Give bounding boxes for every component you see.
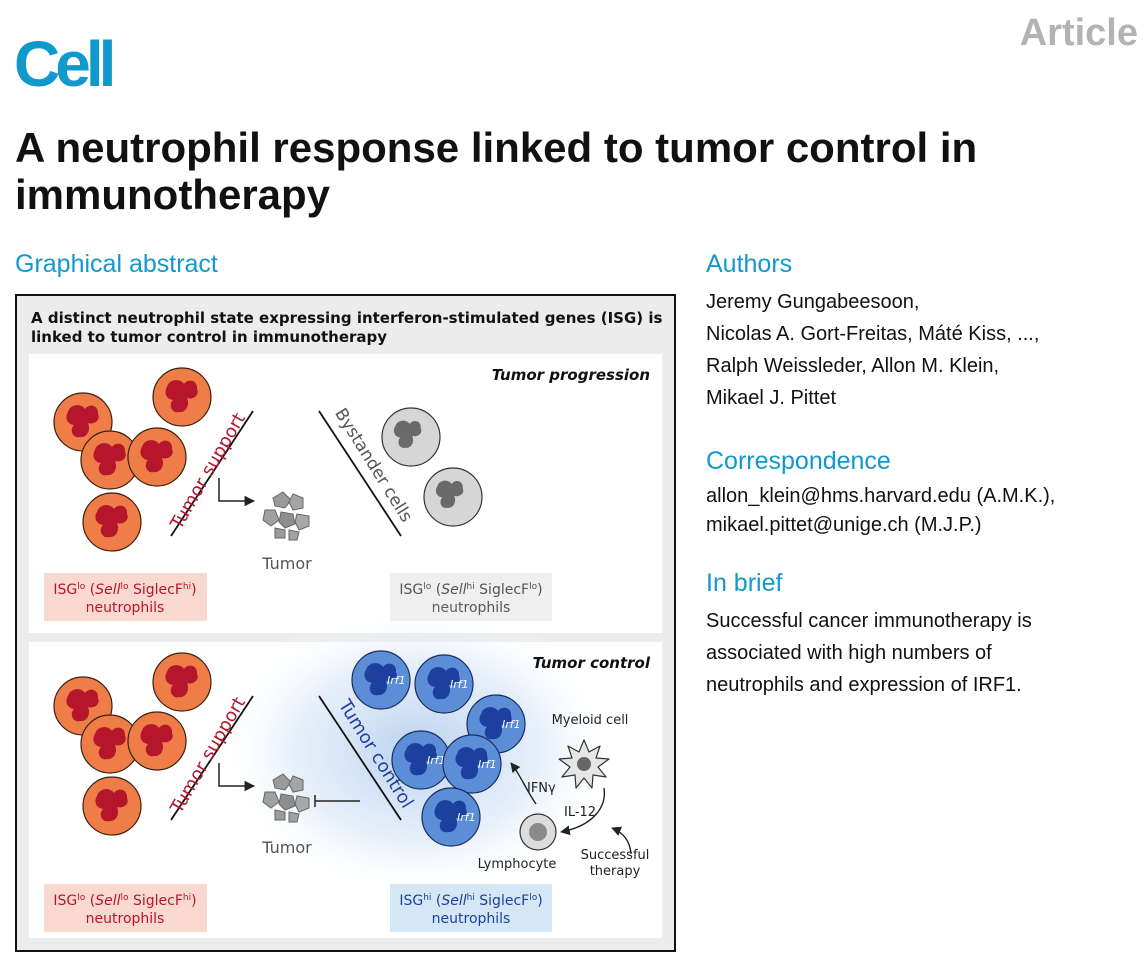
ifn-arrow (510, 762, 537, 805)
divider-line (170, 410, 254, 537)
journal-logo: Cell (14, 28, 116, 100)
author-line: Nicolas A. Gort-Freitas, Máté Kiss, ..., (706, 323, 1040, 345)
lymphocyte-label: Lymphocyte (478, 857, 557, 872)
gray-neutrophil (382, 408, 440, 466)
in-brief-line: associated with high numbers of (706, 642, 992, 664)
isglo-siglechi-label: ISGlo (Selllo SiglecFhi) neutrophils (44, 884, 207, 932)
divider-line (318, 410, 402, 537)
gene-label: Irf1 (502, 718, 521, 731)
orange-neutrophil (128, 712, 186, 770)
author-line: Jeremy Gungabeesoon, (706, 291, 920, 313)
myeloid-cell (558, 739, 610, 789)
in-brief-text: Successful cancer immunotherapy is assoc… (706, 605, 1136, 701)
in-brief-line: neutrophils and expression of IRF1. (706, 674, 1022, 696)
correspondence-list: allon_klein@hms.harvard.edu (A.M.K.), mi… (706, 482, 1136, 540)
author-line: Mikael J. Pittet (706, 387, 837, 409)
therapy-label-line: Successful (581, 848, 650, 863)
gene-label: Irf1 (387, 674, 406, 687)
in-brief-line: Successful cancer immunotherapy is (706, 610, 1032, 632)
graphical-abstract-figure: A distinct neutrophil state expressing i… (15, 294, 676, 952)
therapy-label-line: therapy (590, 864, 641, 879)
orange-neutrophil (128, 428, 186, 486)
isglo-siglechi-label: ISGlo (Selllo SiglecFhi) neutrophils (44, 573, 207, 621)
in-brief-heading: In brief (706, 569, 783, 597)
author-list: Jeremy Gungabeesoon, Nicolas A. Gort-Fre… (706, 286, 1136, 414)
therapy-arrow (611, 826, 632, 855)
svg-text:ISGlo (Selllo SiglecFhi): ISGlo (Selllo SiglecFhi) (53, 582, 196, 598)
graphical-abstract-illustration: A distinct neutrophil state expressing i… (29, 309, 662, 938)
il12-arrow (560, 787, 606, 836)
svg-text:neutrophils: neutrophils (86, 600, 165, 616)
abstract-title-line: A distinct neutrophil state expressing i… (31, 309, 662, 327)
gene-label: Irf1 (478, 758, 497, 771)
tumor-label: Tumor (261, 554, 312, 573)
ifn-gamma-label: IFNγ (527, 781, 556, 796)
orange-neutrophil (153, 368, 211, 426)
tumor-control-panel: Tumor control Tumor support Tumor Tumor … (29, 601, 662, 938)
divider-line (318, 695, 402, 821)
support-arrow (218, 763, 256, 792)
correspondence-email[interactable]: mikael.pittet@unige.ch (M.J.P.) (706, 514, 982, 536)
svg-text:neutrophils: neutrophils (86, 911, 165, 927)
orange-neutrophil (83, 777, 141, 835)
orange-neutrophil (83, 493, 141, 551)
graphical-abstract-heading: Graphical abstract (15, 250, 218, 278)
svg-text:ISGhi (Sellhi SiglecFlo): ISGhi (Sellhi SiglecFlo) (399, 893, 542, 909)
panel-title: Tumor progression (492, 366, 650, 384)
gene-label: Irf1 (450, 678, 469, 691)
orange-neutrophil (153, 653, 211, 711)
paper-title: A neutrophil response linked to tumor co… (15, 124, 978, 218)
support-arrow (218, 478, 256, 507)
author-line: Ralph Weissleder, Allon M. Klein, (706, 355, 1000, 377)
svg-text:ISGlo (Selllo SiglecFhi): ISGlo (Selllo SiglecFhi) (53, 893, 196, 909)
article-type-label: Article (1019, 12, 1138, 54)
correspondence-heading: Correspondence (706, 447, 891, 475)
il12-label: IL-12 (564, 805, 596, 820)
blue-neutrophil-group: Irf1 Irf1 Irf1 Irf1 Irf1 Irf1 (352, 651, 525, 846)
gene-label: Irf1 (457, 811, 476, 824)
abstract-title-line: linked to tumor control in immunotherapy (31, 328, 387, 346)
lymphocyte (519, 813, 557, 851)
isghi-sellhi-label: ISGhi (Sellhi SiglecFlo) neutrophils (390, 884, 552, 932)
gene-label: Irf1 (427, 754, 446, 767)
panel-title: Tumor control (533, 654, 651, 672)
tumor-progression-panel: Tumor progression Tumor support Tumor By… (29, 354, 662, 633)
tumor-label: Tumor (261, 838, 312, 857)
gray-neutrophil (424, 468, 482, 526)
authors-heading: Authors (706, 250, 793, 278)
divider-line (170, 695, 254, 821)
myeloid-cell-label: Myeloid cell (552, 713, 629, 728)
svg-text:ISGlo (Sellhi SiglecFlo): ISGlo (Sellhi SiglecFlo) (399, 582, 542, 598)
correspondence-email[interactable]: allon_klein@hms.harvard.edu (A.M.K.), (706, 485, 1056, 507)
svg-text:neutrophils: neutrophils (432, 911, 511, 927)
